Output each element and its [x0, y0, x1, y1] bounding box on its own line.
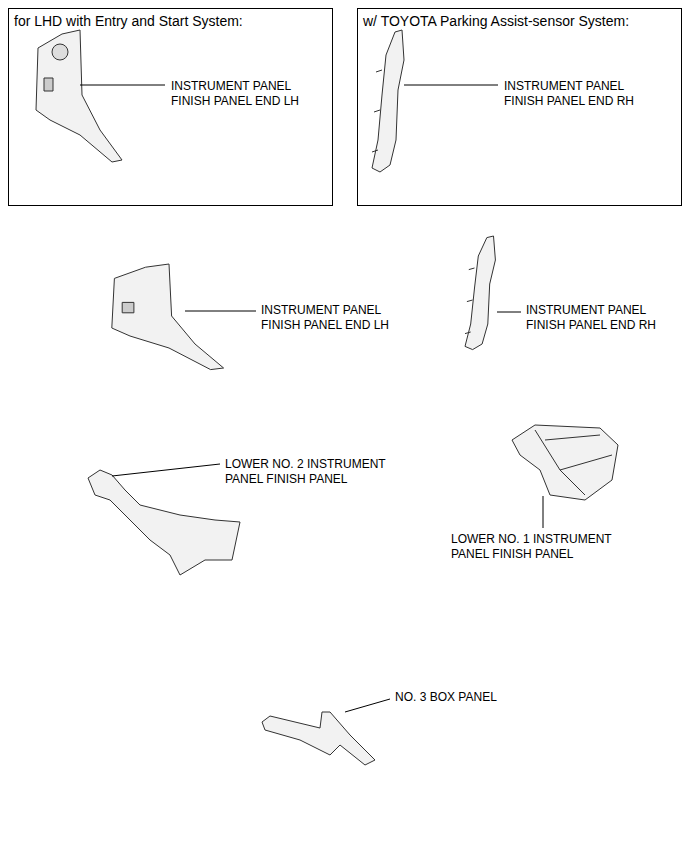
leader-line [185, 311, 256, 312]
finish-panel-lh [36, 30, 122, 162]
option-box: w/ TOYOTA Parking Assist-sensor System: I… [357, 8, 682, 206]
part-name: LOWER NO. 2 INSTRUMENT PANEL FINISH PANE… [225, 457, 410, 487]
leader-line [80, 85, 165, 86]
part-name: INSTRUMENT PANEL FINISH PANEL END LH [261, 303, 411, 333]
box-heading: w/ TOYOTA Parking Assist-sensor System: [363, 13, 675, 31]
part-name: NO. 3 BOX PANEL [395, 690, 555, 705]
leader-line [112, 464, 220, 476]
box-heading: for LHD with Entry and Start System: [14, 13, 326, 31]
finish-panel-rh [372, 30, 404, 172]
finish-panel-lh [112, 264, 224, 370]
leader-line [345, 699, 390, 712]
part-name: INSTRUMENT PANEL FINISH PANEL END LH [171, 79, 321, 109]
leader-line [404, 85, 498, 86]
part-name: INSTRUMENT PANEL FINISH PANEL END RH [504, 79, 654, 109]
option-box: for LHD with Entry and Start System: INST… [8, 8, 333, 206]
leader-line [497, 312, 521, 313]
part-name: INSTRUMENT PANEL FINISH PANEL END RH [526, 303, 681, 333]
lower-no1-panel [512, 425, 618, 500]
part-name: LOWER NO. 1 INSTRUMENT PANEL FINISH PANE… [451, 532, 636, 562]
lower-no2-panel [88, 470, 240, 575]
leader-line [543, 496, 544, 528]
finish-panel-rh [465, 236, 495, 350]
box-panel [262, 712, 375, 765]
